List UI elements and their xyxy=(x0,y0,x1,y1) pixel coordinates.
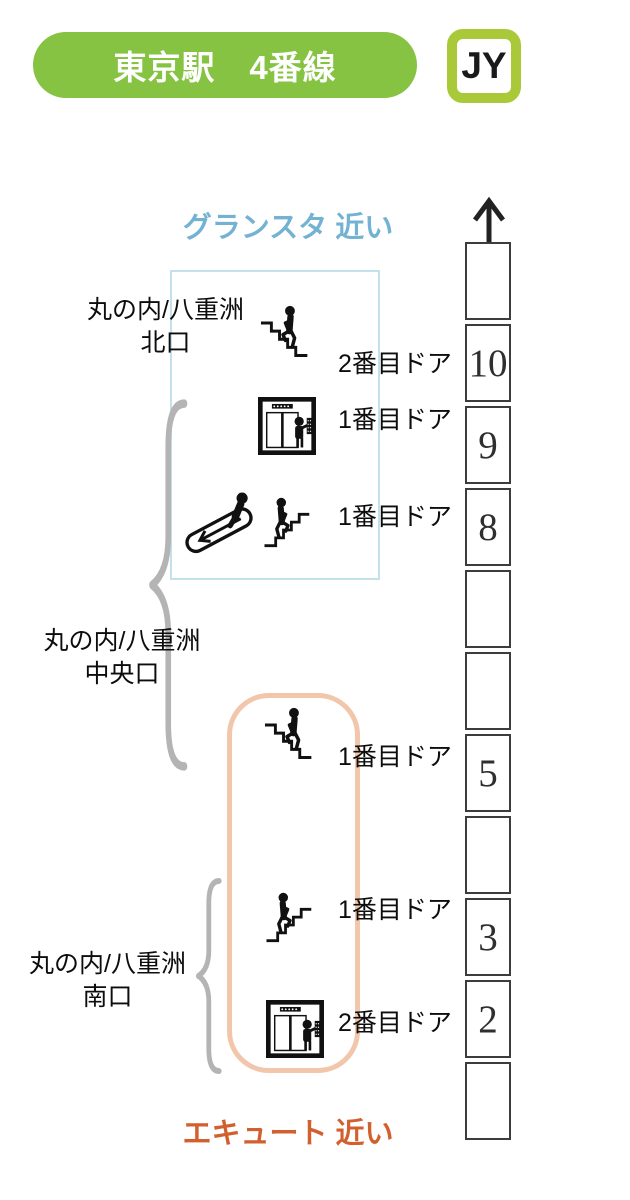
door-label: 1番目ドア xyxy=(338,503,452,531)
train-car xyxy=(465,816,511,894)
escalator-icon xyxy=(178,488,260,556)
south-exit-line1: 丸の内/八重洲 xyxy=(29,950,186,978)
stairs-down-icon xyxy=(254,300,312,364)
line-badge: JY xyxy=(447,29,521,103)
central-exit-line1: 丸の内/八重洲 xyxy=(43,627,201,655)
stairs-up-icon xyxy=(260,492,316,554)
elevator-icon xyxy=(266,1000,324,1058)
stairs-up-icon xyxy=(262,888,318,948)
train-car xyxy=(465,570,511,648)
north-exit-line1: 丸の内/八重洲 xyxy=(87,296,244,324)
train-car xyxy=(465,1062,511,1140)
train-car: 8 xyxy=(465,488,511,566)
train-car: 9 xyxy=(465,406,511,484)
curly-brace-central-exit xyxy=(142,398,192,772)
curly-brace-south-exit xyxy=(192,878,224,1074)
south-zone-box xyxy=(227,693,360,1073)
train-car: 5 xyxy=(465,734,511,812)
door-label: 1番目ドア xyxy=(338,743,452,771)
central-exit-line2: 中央口 xyxy=(84,660,160,688)
central-exit-label: 丸の内/八重洲 中央口 xyxy=(22,625,222,691)
train-car: 3 xyxy=(465,898,511,976)
door-label: 1番目ドア xyxy=(338,406,452,434)
train-car: 2 xyxy=(465,980,511,1058)
train-car xyxy=(465,652,511,730)
south-exit-line2: 南口 xyxy=(82,983,133,1011)
door-label: 1番目ドア xyxy=(338,896,452,924)
south-exit-label: 丸の内/八重洲 南口 xyxy=(15,948,200,1014)
north-exit-line2: 北口 xyxy=(140,329,191,357)
elevator-icon xyxy=(258,397,316,455)
gransta-landmark-label: グランスタ 近い xyxy=(182,212,394,244)
station-title: 東京駅 4番線 xyxy=(113,49,337,86)
north-exit-label: 丸の内/八重洲 北口 xyxy=(58,294,273,360)
station-title-pill: 東京駅 4番線 xyxy=(33,32,417,98)
train-car-column: 10 9 8 5 3 2 xyxy=(465,242,512,1144)
train-car xyxy=(465,242,511,320)
line-badge-label: JY xyxy=(461,45,507,86)
ecute-landmark-label: エキュート 近い xyxy=(182,1118,394,1150)
door-label: 2番目ドア xyxy=(338,1009,452,1037)
door-label: 2番目ドア xyxy=(338,350,452,378)
train-car: 10 xyxy=(465,324,511,402)
stairs-down-icon xyxy=(258,702,316,766)
